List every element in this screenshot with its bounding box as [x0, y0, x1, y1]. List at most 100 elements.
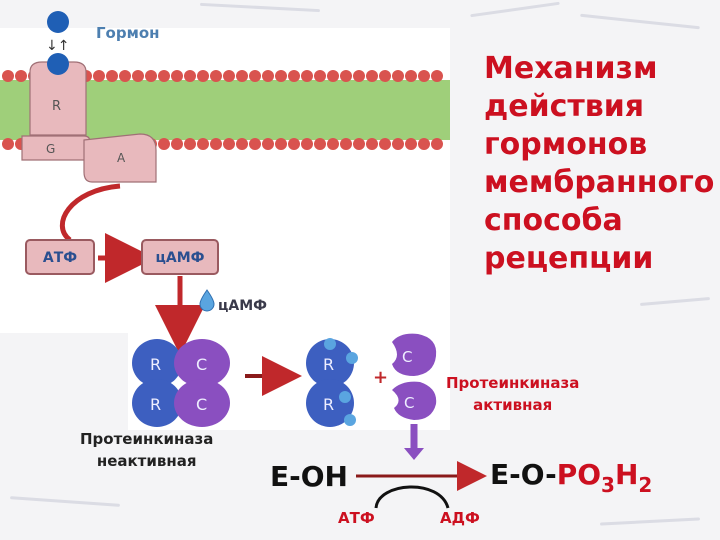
lipid-head [223, 70, 235, 82]
lipid-head [210, 138, 222, 150]
receptor-label: R [52, 99, 61, 114]
slide-title-line: мембранного [484, 165, 715, 200]
lipid-head [353, 70, 365, 82]
lipid-head [210, 70, 222, 82]
lipid-head [392, 138, 404, 150]
conversion-arrow-curve [59, 183, 121, 242]
slide-title-line: действия [484, 89, 645, 124]
subunit-c-label: C [402, 348, 412, 366]
lipid-head [288, 70, 300, 82]
subunit-c-label: C [404, 394, 414, 412]
lipid-head [379, 138, 391, 150]
kinase-down-arrow-head [404, 448, 424, 460]
lipid-head [366, 70, 378, 82]
subunit-c-label: C [196, 355, 207, 374]
lipid-head [145, 70, 157, 82]
cofactor-curve-arrow [374, 485, 450, 509]
lipid-head [197, 138, 209, 150]
slide-title-line: гормонов [484, 127, 648, 162]
slide-title-line: Механизм [484, 51, 658, 86]
lipid-head [340, 70, 352, 82]
camp-box: цАМФ [141, 239, 219, 275]
lipid-head [2, 138, 14, 150]
lipid-head [405, 138, 417, 150]
lipid-head [418, 70, 430, 82]
lipid-head [171, 70, 183, 82]
phosphate-subscript: 3 [601, 473, 615, 497]
equation-substrate: E-OH [270, 460, 348, 493]
lipid-head [262, 138, 274, 150]
pk-inactive-line2: неактивная [96, 452, 197, 470]
lipid-head [314, 138, 326, 150]
lipid-head [93, 70, 105, 82]
lipid-head [405, 70, 417, 82]
lipid-head [327, 138, 339, 150]
camp-molecule [324, 338, 336, 350]
lipid-head [119, 70, 131, 82]
subunit-r-label: R [323, 355, 334, 374]
hydrogen-subscript: 2 [638, 473, 653, 497]
plus-sign: + [373, 367, 388, 388]
cofactor-adp-label: АДФ [440, 509, 480, 527]
pk-inactive-line1: Протеинкиназа [80, 430, 214, 448]
lipid-head [275, 138, 287, 150]
pk-active-line2: активная [473, 396, 553, 414]
lipid-head [327, 70, 339, 82]
camp-droplet-icon [199, 289, 215, 312]
regulatory-subunits-with-camp: R R [306, 338, 358, 427]
camp-label: цАМФ [218, 298, 268, 314]
lipid-head [379, 70, 391, 82]
lipid-head [431, 138, 443, 150]
cofactor-atp-label: АТФ [338, 509, 375, 527]
adenylate-cyclase-label: A [117, 151, 126, 165]
binding-arrows-icon: ↓↑ [46, 38, 69, 54]
lipid-head [392, 70, 404, 82]
subunit-r-label: R [150, 395, 161, 414]
lipid-head [431, 70, 443, 82]
g-protein: G [21, 135, 91, 161]
hormone-molecule [47, 11, 69, 33]
receptor: R [29, 53, 87, 136]
slide-title-line: рецепции [484, 241, 654, 276]
protein-kinase-inactive: R R C C [132, 339, 230, 427]
subunit-r-label: R [323, 395, 334, 414]
lipid-head [132, 70, 144, 82]
phosphate-group: PO [556, 458, 602, 491]
subunit-c-label: C [196, 395, 207, 414]
lipid-head [171, 138, 183, 150]
lipid-head [158, 138, 170, 150]
lipid-head [340, 138, 352, 150]
lipid-head [106, 70, 118, 82]
equation-product: E-O-PO3H2 [490, 458, 652, 497]
lipid-head [418, 138, 430, 150]
protein-kinase-active-label: Протеинкиназа активная [446, 372, 579, 416]
g-protein-label: G [46, 142, 55, 156]
lipid-head [314, 70, 326, 82]
lipid-head [366, 138, 378, 150]
lipid-head [249, 70, 261, 82]
lipid-head [2, 70, 14, 82]
catalytic-subunits-active: C C [392, 333, 437, 420]
lipid-head [236, 70, 248, 82]
lipid-head [184, 70, 196, 82]
adenylate-cyclase: A [83, 133, 157, 183]
lipid-head [15, 70, 27, 82]
camp-molecule [344, 414, 356, 426]
product-prefix: E-O- [490, 458, 557, 491]
lipid-head [249, 138, 261, 150]
hydrogen-group: H [614, 458, 639, 491]
subunit-r-label: R [150, 355, 161, 374]
atp-box-label: АТФ [43, 250, 77, 266]
hormone-label: Гормон [96, 24, 160, 42]
lipid-head [184, 138, 196, 150]
protein-kinase-inactive-label: Протеинкиназа неактивная [80, 428, 213, 472]
camp-box-label: цАМФ [155, 250, 204, 266]
lipid-head [236, 138, 248, 150]
lipid-head [262, 70, 274, 82]
lipid-head [275, 70, 287, 82]
lipid-head [301, 70, 313, 82]
camp-molecule [339, 391, 351, 403]
lipid-head [353, 138, 365, 150]
slide-title-line: способа [484, 203, 623, 238]
